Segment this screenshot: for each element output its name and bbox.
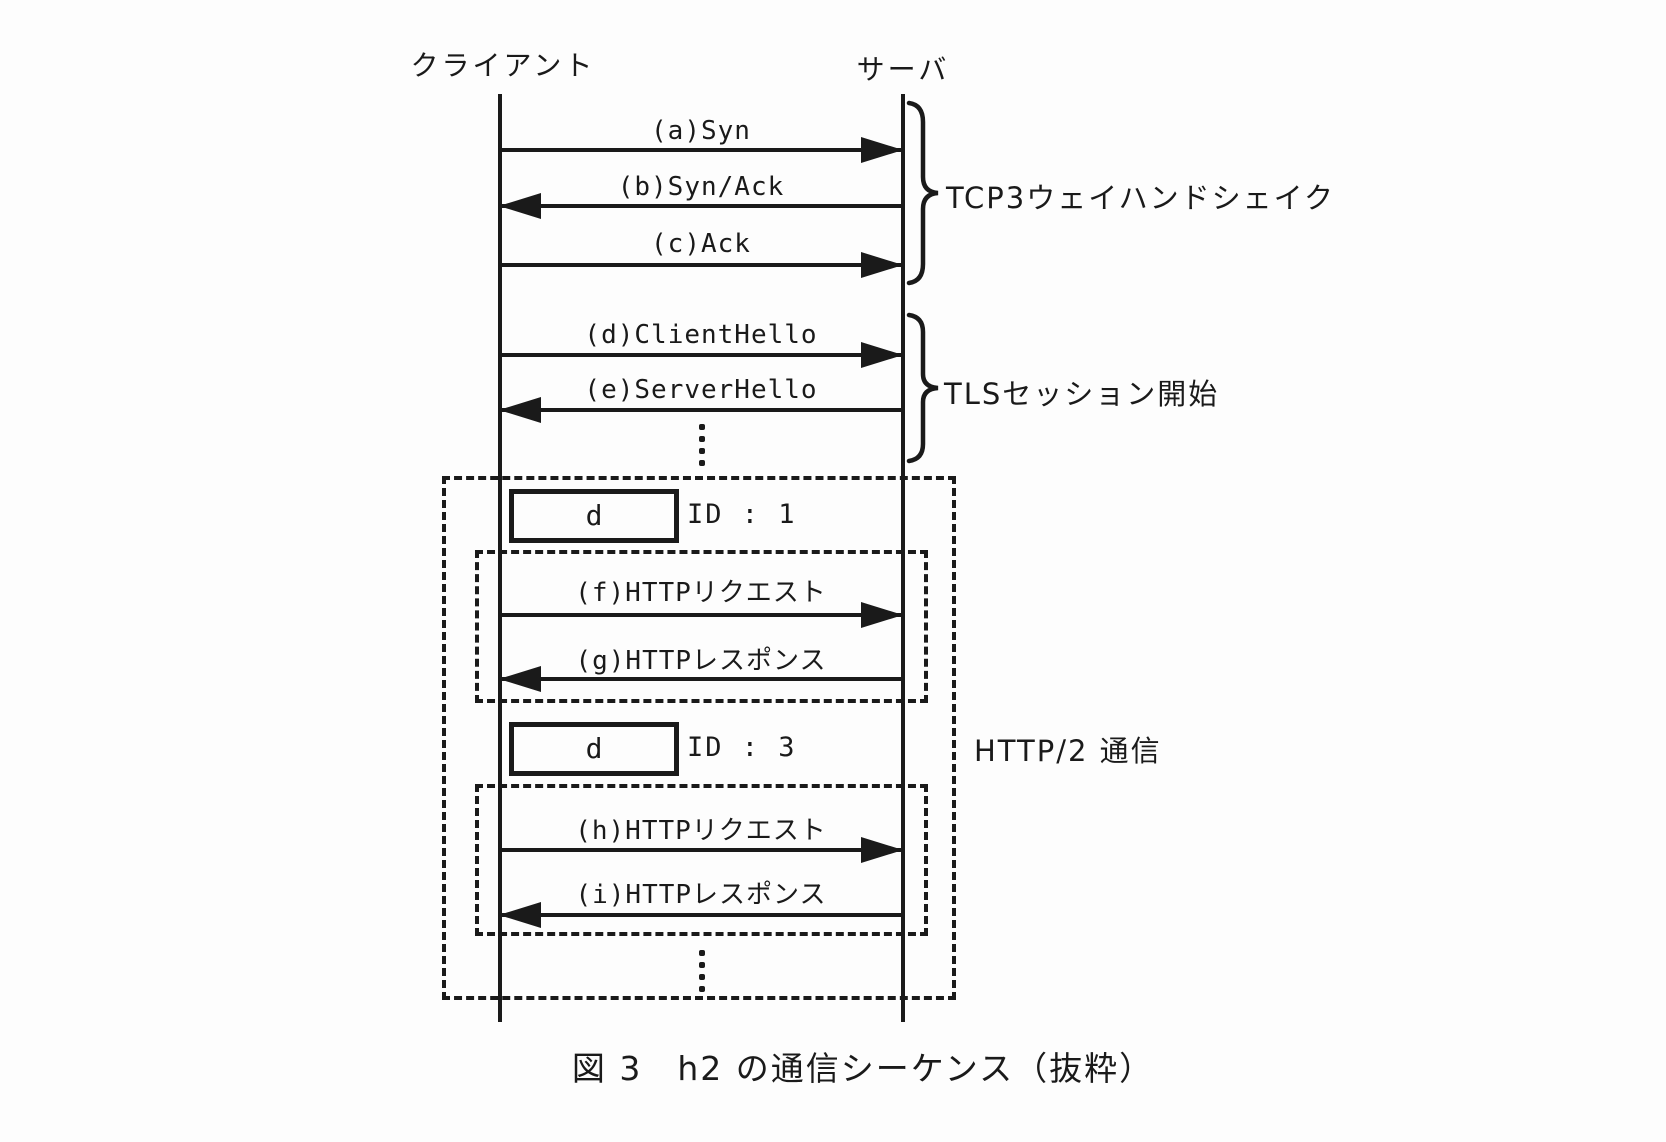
message-label-c: (c)Ack [651, 229, 751, 259]
arrowhead-right-icon [861, 837, 903, 863]
group-label-tcp: TCP3ウェイハンドシェイク [946, 181, 1336, 215]
ellipsis-http2 [699, 950, 705, 992]
arrowhead-left-icon [499, 666, 541, 692]
message-arrow-h [501, 837, 903, 863]
group-label-tls: TLSセッション開始 [944, 377, 1220, 411]
frame-id-label-2: ID : 3 [687, 732, 797, 763]
message-arrow-a [501, 137, 903, 163]
lifeline-server [901, 94, 905, 1022]
message-label-i: (i)HTTPレスポンス [575, 880, 827, 910]
arrowhead-left-icon [499, 193, 541, 219]
http2-outer-dashed-box [442, 476, 956, 1000]
message-label-f: (f)HTTPリクエスト [575, 578, 827, 608]
message-label-b: (b)Syn/Ack [617, 172, 785, 202]
message-label-d: (d)ClientHello [584, 320, 818, 350]
message-arrow-c [501, 252, 903, 278]
tls-brace [906, 312, 939, 464]
frame-id-label-1: ID : 1 [687, 499, 797, 530]
message-arrow-i [499, 902, 901, 928]
arrowhead-right-icon [861, 342, 903, 368]
ellipsis-tls [699, 424, 705, 466]
message-label-g: (g)HTTPレスポンス [575, 646, 827, 676]
message-label-h: (h)HTTPリクエスト [575, 816, 827, 846]
arrowhead-left-icon [499, 902, 541, 928]
message-label-a: (a)Syn [651, 116, 751, 146]
group-label-http2: HTTP/2 通信 [974, 734, 1162, 768]
frame-type-box-2: d [509, 722, 679, 776]
tcp-brace [906, 100, 939, 286]
message-arrow-g [499, 666, 901, 692]
arrowhead-left-icon [499, 397, 541, 423]
lifeline-client [498, 94, 502, 1022]
figure-caption: 図 3 h2 の通信シーケンス（抜粋） [571, 1049, 1155, 1088]
frame-type-box-1: d [509, 489, 679, 543]
actor-label-client: クライアント [410, 49, 596, 82]
message-arrow-e [499, 397, 901, 423]
message-arrow-d [501, 342, 903, 368]
stream3-inner-dashed-box [475, 784, 928, 936]
arrowhead-right-icon [861, 252, 903, 278]
message-label-e: (e)ServerHello [584, 375, 818, 405]
stream1-inner-dashed-box [475, 550, 928, 703]
message-arrow-b [499, 193, 901, 219]
actor-label-server: サーバ [856, 53, 950, 86]
arrowhead-right-icon [861, 602, 903, 628]
message-arrow-f [501, 602, 903, 628]
arrowhead-right-icon [861, 137, 903, 163]
